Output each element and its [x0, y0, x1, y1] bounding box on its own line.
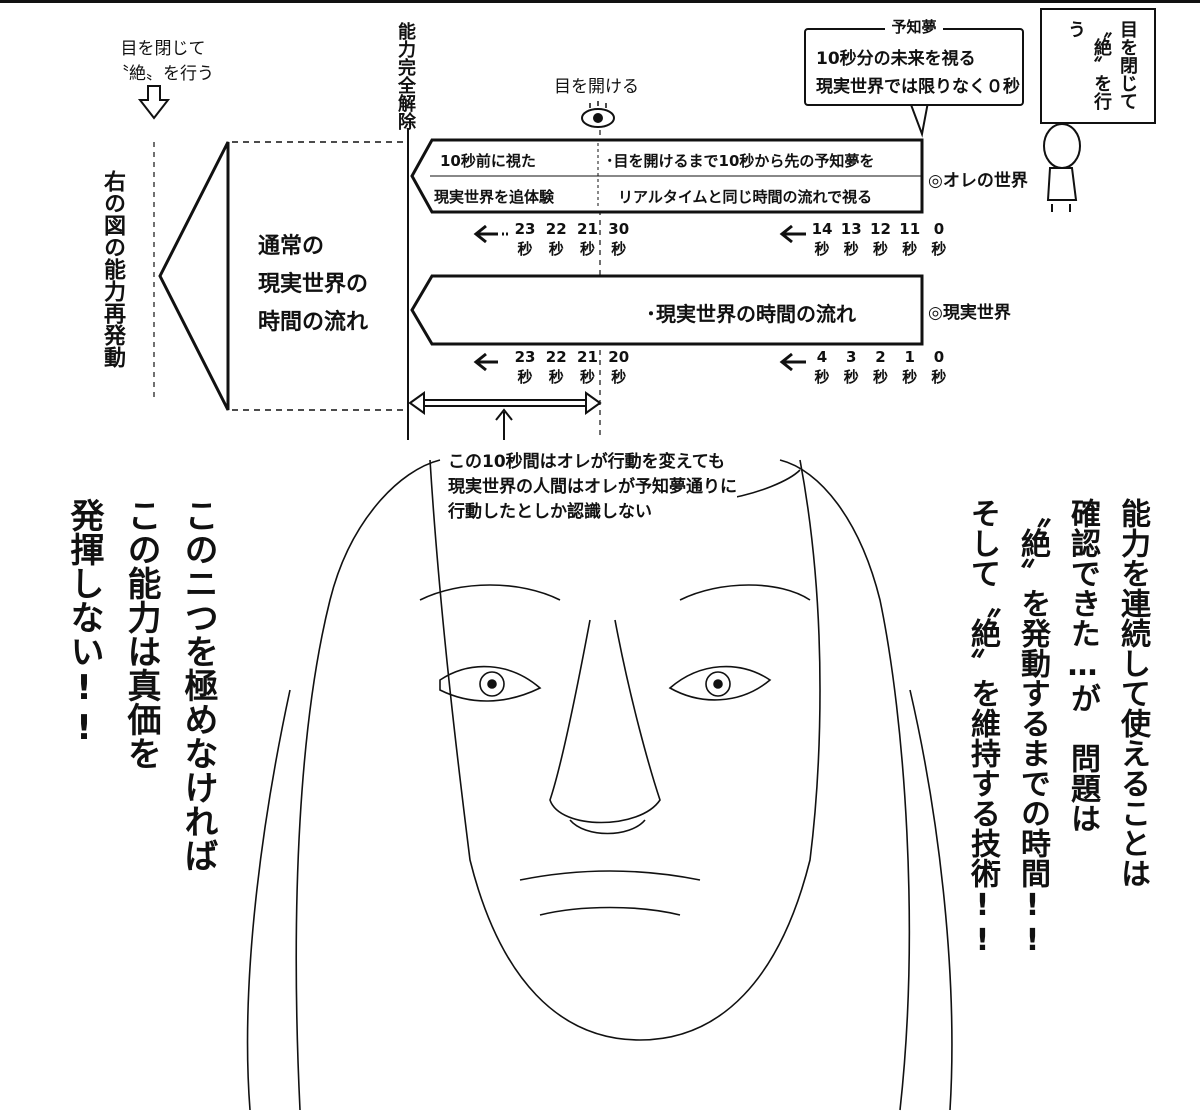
my-world-ticks-right: 14 13 12 11 0 秒 秒 秒 秒 秒 — [810, 220, 951, 259]
chibi-character — [1043, 123, 1081, 212]
page-top-rule — [0, 0, 1200, 3]
tick-label: 22 — [545, 348, 567, 366]
sec-unit: 秒 — [872, 368, 888, 386]
sec-unit: 秒 — [548, 240, 564, 258]
tick-label: 1 — [904, 348, 915, 366]
sec-unit: 秒 — [814, 240, 830, 258]
sec-unit: 秒 — [517, 240, 533, 258]
tick-label: 13 — [840, 220, 862, 238]
right-speech: 能力を連続して使えることは 確認できた…が 問題は 〝絶〟を発動するまでの時間!… — [960, 498, 1154, 958]
sec-unit: 秒 — [902, 240, 918, 258]
tick-label: 21 — [577, 220, 598, 238]
close-eyes-note: 目を閉じて 〝絶〟を行う — [108, 34, 218, 84]
release-label: 能力完全解除 — [395, 22, 416, 130]
my-world-row2-left: 現実世界を追体験 — [434, 188, 555, 206]
sec-unit: 秒 — [872, 240, 888, 258]
tick-label: 23 — [514, 348, 536, 366]
normal-flow-label: 通常の 現実世界の 時間の流れ — [258, 228, 368, 336]
right-speech-line3: 〝絶〟を発動するまでの時間!! — [1015, 498, 1050, 958]
sec-unit: 秒 — [579, 240, 595, 258]
left-speech-line3: 発揮しない!! — [64, 498, 104, 748]
real-world-label: ◎現実世界 — [928, 303, 1011, 323]
prediction-bubble: 予知夢 10秒分の未来を視る 現実世界では限りなく０秒 — [804, 18, 1024, 106]
sec-unit: 秒 — [548, 368, 564, 386]
real-world-ticks-left: 23 22 21 20 秒 秒 秒 秒 — [512, 348, 632, 387]
sec-unit: 秒 — [517, 368, 533, 386]
tick-label: 0 — [933, 220, 945, 238]
sec-unit: 秒 — [611, 368, 627, 386]
tick-label: 12 — [870, 220, 891, 238]
tick-label: 11 — [899, 220, 921, 238]
left-speech-line1: このニつを極めなければ — [178, 498, 218, 872]
explanation-line2: 現実世界の人間はオレが予知夢通りに — [448, 477, 737, 497]
explanation-line3: 行動したとしか認識しない — [448, 502, 652, 522]
sec-unit: 秒 — [902, 368, 918, 386]
real-world-ticks-right: 4 3 2 1 0 秒 秒 秒 秒 秒 — [810, 348, 951, 387]
tick-label: 3 — [846, 348, 857, 366]
normal-flow-line1: 通常の — [258, 234, 325, 259]
tick-label: 22 — [545, 220, 567, 238]
open-eye-label: 目を開ける — [554, 77, 639, 97]
tick-label: 30 — [608, 220, 630, 238]
sec-unit: 秒 — [931, 240, 947, 258]
explanation-line1: この10秒間はオレが行動を変えても — [448, 452, 725, 472]
bubble-line2: 現実世界では限りなく０秒 — [816, 77, 1020, 97]
tick-label: 20 — [608, 348, 630, 366]
top-right-note: 目を閉じて〝絶〟を行う — [1065, 20, 1138, 110]
right-speech-line4: そして〝絶〟を維持する技術!! — [965, 498, 1000, 958]
down-arrow — [137, 85, 171, 120]
close-eyes-line1: 目を閉じて — [120, 39, 206, 59]
my-world-row1-left: 10秒前に視た — [440, 152, 536, 170]
sec-unit: 秒 — [814, 368, 830, 386]
face-illustration — [246, 459, 953, 1111]
restart-label: 右の図の能力再発動 — [100, 170, 125, 368]
restart-triangle — [158, 141, 230, 411]
explanation-text: この10秒間はオレが行動を変えても 現実世界の人間はオレが予知夢通りに 行動した… — [448, 450, 737, 525]
left-speech: このニつを極めなければ この能力は真価を 発揮しない!! — [60, 498, 223, 872]
span-arrow-right — [585, 391, 602, 415]
explain-arrow-head — [495, 408, 513, 421]
close-eyes-line2: 〝絶〟を行う — [112, 64, 214, 84]
tick-label: 0 — [933, 348, 945, 366]
my-world-row2-right: リアルタイムと同じ時間の流れで視る — [618, 188, 873, 206]
bubble-title: 予知夢 — [885, 18, 943, 36]
top-right-note-box: 目を閉じて〝絶〟を行う — [1040, 8, 1156, 124]
bubble-line1: 10秒分の未来を視る — [816, 49, 976, 69]
eye-icon — [581, 101, 615, 128]
sec-unit: 秒 — [931, 368, 947, 386]
tick-label: 14 — [811, 220, 833, 238]
normal-flow-line3: 時間の流れ — [258, 310, 369, 335]
sec-unit: 秒 — [579, 368, 595, 386]
real-world-arrow-box — [410, 274, 924, 346]
left-speech-line2: この能力は真価を — [121, 498, 161, 770]
bubble-tail — [908, 101, 930, 138]
my-world-row1-right: ･目を開けるまで10秒から先の予知夢を — [606, 152, 875, 170]
right-speech-line1: 能力を連続して使えることは — [1115, 498, 1150, 888]
sec-unit: 秒 — [843, 368, 859, 386]
real-world-text: ･現実世界の時間の流れ — [646, 302, 856, 326]
my-world-label: ◎オレの世界 — [928, 171, 1028, 191]
normal-flow-line2: 現実世界の — [258, 272, 369, 297]
tick-label: 2 — [875, 348, 886, 366]
tick-label: 4 — [816, 348, 828, 366]
sec-unit: 秒 — [611, 240, 627, 258]
span-arrow-left — [408, 391, 425, 415]
right-speech-line2: 確認できた…が 問題は — [1065, 498, 1100, 833]
tick-label: 21 — [577, 348, 598, 366]
my-world-ticks-left: 23 22 21 30 秒 秒 秒 秒 — [512, 220, 632, 259]
tick-label: 23 — [514, 220, 536, 238]
sec-unit: 秒 — [843, 240, 859, 258]
